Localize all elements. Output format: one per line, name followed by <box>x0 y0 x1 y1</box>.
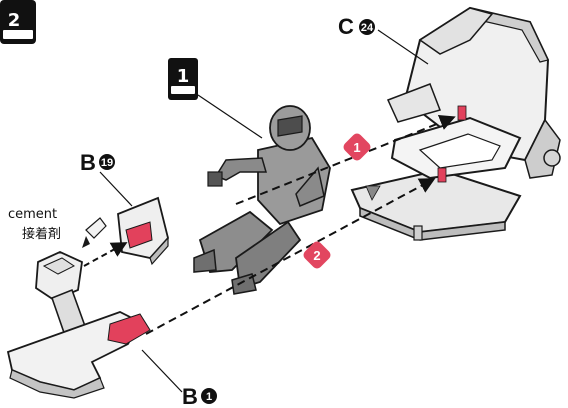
seat-part-label: C 24 <box>338 14 428 64</box>
figure-callout-box: 1 <box>168 58 262 138</box>
pilot-figure <box>194 106 330 294</box>
cement-label-jp: 接着剤 <box>22 226 61 242</box>
cement-label: cement <box>8 207 57 222</box>
seat-part-number: 24 <box>361 22 374 34</box>
seat-part-letter: C <box>338 14 354 39</box>
assembly-step-number-2: 2 <box>313 248 320 263</box>
control-box-label: B 19 <box>80 150 132 206</box>
seat-part <box>352 8 560 240</box>
control-box-number: 19 <box>101 157 113 169</box>
assembly-step-badge-1: 1 <box>341 131 372 162</box>
glue-tube-icon <box>86 218 106 238</box>
console-part <box>8 252 150 398</box>
cement-note: cement 接着剤 <box>8 207 106 248</box>
control-box-letter: B <box>80 150 96 175</box>
step-number: 2 <box>8 10 21 31</box>
glue-drop-icon <box>82 236 90 248</box>
arrow-box-to-console <box>84 244 124 266</box>
console-number: 1 <box>206 391 212 403</box>
console-leader-line <box>142 350 182 392</box>
step-number-box: 2 <box>0 0 36 44</box>
callout-leader-line <box>198 95 262 138</box>
seat-glue-spot-lower <box>438 168 446 182</box>
control-box-part <box>118 198 168 264</box>
seat-glue-spot-upper <box>458 106 466 120</box>
assembly-step-badge-2: 2 <box>301 239 332 270</box>
control-box-leader-line <box>100 172 132 206</box>
callout-number: 1 <box>177 66 190 87</box>
console-letter: B <box>182 384 198 408</box>
assembly-step-number-1: 1 <box>353 140 360 155</box>
console-label: B 1 <box>142 350 217 408</box>
